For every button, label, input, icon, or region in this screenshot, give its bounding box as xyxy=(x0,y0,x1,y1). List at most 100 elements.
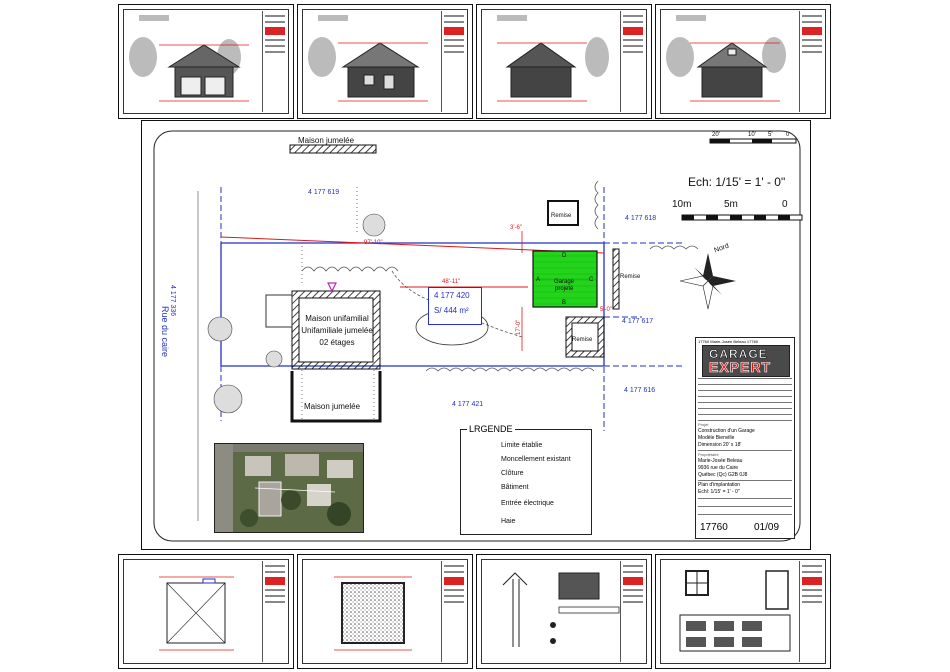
sheet-scale: Echl: 1/15' = 1' - 0" xyxy=(698,489,740,495)
project-line: Dimension 20' x 18' xyxy=(698,442,742,448)
thumbnail-sheet-8[interactable] xyxy=(655,554,831,669)
thumbnail-sheet-7[interactable] xyxy=(476,554,652,669)
legend-item: Haie xyxy=(501,518,516,525)
garage-letter: A xyxy=(536,277,541,283)
elevation-drawing xyxy=(666,15,786,102)
scale-bar-imperial xyxy=(709,138,797,144)
company-logo: GARAGE EXPERT xyxy=(702,345,790,377)
lot-label: 4 177 336 xyxy=(169,285,176,317)
section-detail-drawing xyxy=(502,572,620,647)
owner-line: Québec (Qc) G2B 0J8 xyxy=(698,472,748,478)
legend-item: Clôture xyxy=(501,470,524,477)
sheet-border xyxy=(153,130,801,542)
neighbor-label-bottom: Maison jumelée xyxy=(304,402,361,411)
hedge xyxy=(301,266,399,272)
thumbnail-titleblock xyxy=(262,11,287,112)
scale-metric-label: 0 xyxy=(782,199,788,210)
thumbnail-frame xyxy=(660,9,826,114)
garage-label-1: Garage xyxy=(554,279,575,285)
thumbnail-titleblock xyxy=(620,561,645,662)
thumbnail-frame xyxy=(123,9,289,114)
lot-label: 4 177 421 xyxy=(452,401,484,408)
thumbnail-titleblock xyxy=(799,561,824,662)
project-number: 17760 xyxy=(700,522,728,533)
elevation-drawing xyxy=(308,15,428,102)
elevation-drawing xyxy=(497,15,609,102)
site-plan-drawing xyxy=(153,130,803,542)
lot-label: 4 177 617 xyxy=(622,318,654,325)
legend-item: Bâtiment xyxy=(501,484,529,491)
thumbnail-sheet-3[interactable] xyxy=(476,4,652,119)
hedge-right-top xyxy=(649,245,699,250)
house-porch xyxy=(265,294,293,328)
dimension-label: 5'-0" xyxy=(600,307,612,313)
thumbnail-titleblock xyxy=(620,11,645,112)
thumbnail-frame xyxy=(481,559,647,664)
scale-imperial-label: 20' xyxy=(712,132,720,138)
legend-box: LRGENDE Limite établie Moncellement exis… xyxy=(460,424,592,535)
shed-right xyxy=(612,248,620,310)
page-number: 01/09 xyxy=(754,522,780,533)
legend-item: Limite établie xyxy=(501,442,543,449)
thumbnail-titleblock xyxy=(441,561,466,662)
thumbnail-sheet-6[interactable] xyxy=(297,554,473,669)
scale-imperial-label: 5' xyxy=(768,132,773,138)
thumbnail-frame xyxy=(481,9,647,114)
legend-item: Moncellement existant xyxy=(501,456,571,463)
scale-metric-label: 10m xyxy=(672,199,692,210)
site-plan-sheet[interactable]: Maison jumelée Maison jumelée Rue du cai… xyxy=(141,120,811,550)
lot-label: 4 177 619 xyxy=(308,189,340,196)
thumbnail-frame xyxy=(302,559,468,664)
owner-label: Propriétaire xyxy=(698,452,719,457)
project-line: Modèle Bienville xyxy=(698,435,735,441)
subject-lot-box: 4 177 420 S/ 444 m² xyxy=(428,287,482,325)
scale-bar-metric xyxy=(681,214,803,221)
hedge-right xyxy=(594,180,599,230)
thumbnail-sheet-4[interactable] xyxy=(655,4,831,119)
scale-text: Ech: 1/15' = 1' - 0" xyxy=(688,175,786,189)
foundation-plan-drawing xyxy=(334,576,412,651)
shed-label: Remise xyxy=(572,337,593,343)
dimension-line-top xyxy=(220,236,605,254)
garage-letter: C xyxy=(589,277,594,283)
sheet-title: Plan d'implantation xyxy=(698,482,741,488)
roof-plan-drawing xyxy=(159,576,234,651)
garage-letter: B xyxy=(562,300,567,306)
garage-letter: D xyxy=(562,253,567,259)
neighbor-building-bottom xyxy=(290,371,382,423)
fence-lines xyxy=(301,187,375,421)
titleblock-header: 17760 Marie-Josée Beleau 17760 xyxy=(698,339,759,344)
dimension-label: 97'-10" xyxy=(364,240,383,246)
existing-subdivision-lines xyxy=(220,187,682,431)
property-lines xyxy=(220,242,605,367)
house-label-2: Unifamiliale jumelée xyxy=(301,326,373,335)
house-label-3: 02 étages xyxy=(319,338,355,347)
house-label-1: Maison unifamilial xyxy=(305,314,369,323)
thumbnail-titleblock xyxy=(441,11,466,112)
neighbor-label-top: Maison jumelée xyxy=(298,136,355,145)
shed-label: Remise xyxy=(551,213,572,219)
dimension-label: 3'-6" xyxy=(510,225,522,231)
scale-imperial-label: 10' xyxy=(748,132,756,138)
thumbnail-sheet-1[interactable] xyxy=(118,4,294,119)
neighbor-building-top xyxy=(289,144,377,154)
thumbnail-sheet-2[interactable] xyxy=(297,4,473,119)
tree-icon xyxy=(207,213,386,414)
shed-top xyxy=(547,200,579,226)
lot-label: 4 177 616 xyxy=(624,387,656,394)
project-line: Construction d'un Garage xyxy=(698,428,755,434)
legend-title: LRGENDE xyxy=(467,424,515,434)
lot-label: 4 177 618 xyxy=(625,215,657,222)
garage-label-2: projeté xyxy=(555,286,574,292)
aerial-photo-image xyxy=(215,444,363,532)
shed-label: Remise xyxy=(620,274,641,280)
thumbnail-frame xyxy=(123,559,289,664)
logo-text-bottom: EXPERT xyxy=(709,359,772,376)
electric-entry-icon xyxy=(327,282,337,293)
thumbnail-titleblock xyxy=(799,11,824,112)
thumbnail-frame xyxy=(302,9,468,114)
owner-line: 9936 rue du Caire xyxy=(698,465,739,471)
title-block: 17760 Marie-Josée Beleau 17760 GARAGE EX… xyxy=(695,337,795,539)
scale-metric-label: 5m xyxy=(724,199,738,210)
thumbnail-sheet-5[interactable] xyxy=(118,554,294,669)
